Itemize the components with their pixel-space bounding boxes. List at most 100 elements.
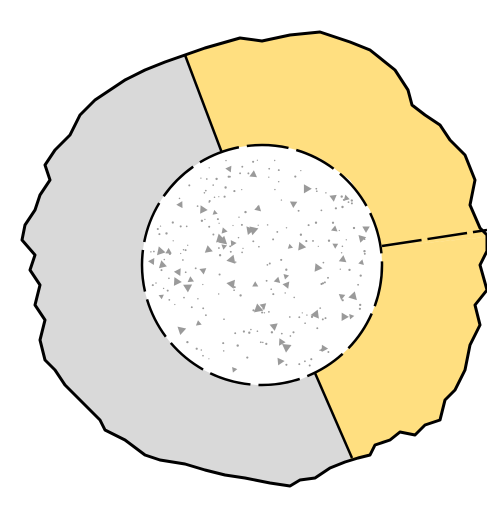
speckle-dot [267,224,269,226]
speckle-dot [252,240,254,242]
speckle-dot [315,222,317,224]
speckle-dot [208,201,210,203]
speckle-dot [272,238,274,240]
speckle-dot [206,178,208,180]
speckle-dot [319,350,320,351]
speckle-dot [268,311,270,313]
speckle-dot [280,259,282,261]
speckle-dot [300,170,301,171]
speckle-dot [310,358,312,360]
speckle-dot [161,269,163,271]
speckle-dot [219,273,221,275]
speckle-dot [278,169,280,171]
speckle-dot [241,189,242,190]
speckle-dot [292,331,294,333]
speckle-dot [306,314,307,315]
speckle-dot [348,269,350,271]
speckle-dot [230,251,232,253]
speckle-dot [289,316,291,318]
speckle-dot [304,322,306,324]
speckle-dot [209,167,210,168]
speckle-dot [276,231,278,233]
speckle-dot [272,293,274,295]
speckle-dot [196,348,198,350]
speckle-dot [300,234,302,236]
speckle-dot [322,282,324,284]
speckle-dot [239,294,241,296]
speckle-dot [224,186,226,188]
speckle-dot [281,333,283,335]
speckle-dot [316,190,318,192]
speckle-dot [246,357,248,359]
speckle-dot [286,227,287,228]
speckle-dot [201,349,203,351]
speckle-dot [285,364,287,366]
speckle-dot [298,316,300,318]
speckle-dot [205,314,207,316]
speckle-dot [212,184,214,186]
speckle-dot [258,246,260,248]
speckle-dot [357,284,359,286]
speckle-dot [241,166,243,168]
speckle-dot [243,330,245,332]
speckle-dot [293,297,295,299]
speckle-dot [339,230,340,231]
speckle-dot [258,225,259,226]
speckle-dot [323,262,325,264]
speckle-dot [202,284,203,285]
speckle-dot [239,172,241,174]
speckle-dot [185,271,187,273]
speckle-dot [223,318,225,320]
speckle-dot [237,344,239,346]
speckle-dot [311,316,313,318]
speckle-dot [293,205,295,207]
speckle-dot [298,363,300,365]
speckle-dot [267,264,269,266]
speckle-dot [309,365,311,367]
speckle-dot [252,309,254,311]
speckle-dot [218,223,219,224]
speckle-dot [241,252,243,254]
speckle-dot [320,349,322,351]
speckle-dot [168,277,170,279]
speckle-dot [163,259,165,261]
speckle-dot [315,188,317,190]
speckle-dot [248,332,250,334]
speckle-dot [262,308,264,310]
speckle-dot [228,176,230,178]
speckle-dot [150,251,151,252]
speckle-dot [340,269,341,270]
speckle-dot [364,253,366,255]
speckle-dot [320,209,322,211]
speckle-dot [158,233,160,235]
speckle-dot [274,160,275,161]
speckle-dot [271,331,273,333]
speckle-dot [325,317,327,319]
speckle-dot [257,160,258,161]
speckle-dot [186,341,188,343]
speckle-dot [238,216,239,217]
speckle-dot [290,335,292,337]
speckle-dot [335,207,337,209]
speckle-dot [359,304,361,306]
speckle-dot [234,332,236,334]
speckle-dot [155,282,157,284]
speckle-dot [341,252,342,253]
speckle-dot [218,293,219,294]
speckle-dot [269,263,271,265]
speckle-dot [244,211,246,213]
speckle-dot [197,298,199,300]
speckle-dot [241,224,243,226]
speckle-dot [319,307,321,309]
speckle-dot [205,190,207,192]
speckle-dot [360,274,362,276]
speckle-dot [179,198,181,200]
speckle-dot [195,267,197,269]
speckle-dot [343,200,345,202]
speckle-dot [180,253,181,254]
speckle-dot [217,218,219,220]
speckle-dot [204,219,205,220]
speckle-dot [180,225,182,227]
speckle-dot [197,205,199,207]
